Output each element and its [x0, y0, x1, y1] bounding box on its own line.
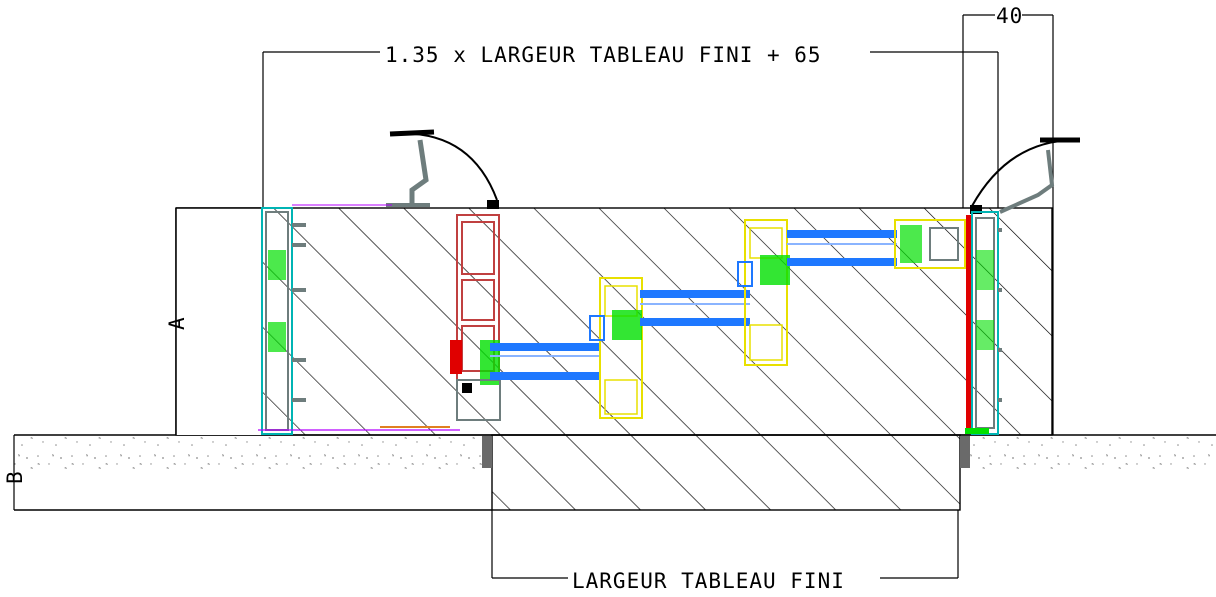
- glazing-1: [490, 343, 600, 380]
- rail-right: [960, 436, 970, 468]
- leaf-profile-2: [589, 277, 643, 419]
- leaf-profile-3: [737, 219, 790, 366]
- dimension-offset-label: 40: [996, 4, 1023, 28]
- wall-left-blank: [176, 208, 262, 435]
- dimension-total-label: 1.35 x LARGEUR TABLEAU FINI + 65: [385, 43, 822, 67]
- frame-profile-left: [258, 204, 460, 435]
- hood-profile-right: [970, 137, 1081, 214]
- glazing-2: [640, 290, 750, 326]
- dimension-offset: [962, 14, 1054, 435]
- glazing-3: [787, 230, 897, 266]
- frame-profile-right: [965, 211, 1002, 435]
- dimension-total-width: [262, 51, 999, 208]
- gravel-left: [14, 437, 492, 471]
- floor-recess: [482, 434, 970, 511]
- leaf-profile-4: [894, 219, 966, 269]
- floor-slab: [14, 434, 1216, 511]
- gravel-right: [960, 437, 1216, 471]
- dimension-height-a-label: A: [165, 316, 189, 330]
- hood-profile-left: [386, 129, 499, 209]
- dimension-opening: [491, 510, 959, 579]
- dimension-opening-label: LARGEUR TABLEAU FINI: [572, 569, 845, 593]
- dimension-height-b-label: B: [3, 470, 27, 484]
- rail-left: [482, 436, 492, 468]
